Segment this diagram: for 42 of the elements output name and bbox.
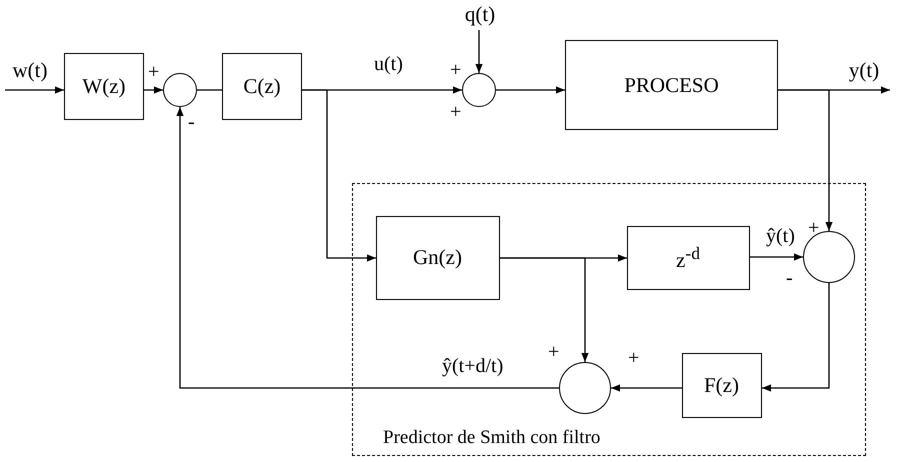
edge-label: ŷ(t) [764, 226, 797, 246]
dashed-region [352, 183, 866, 456]
block-label: z$^{-d}$ [676, 242, 700, 272]
block-label: C(z) [243, 74, 281, 99]
connector-line [197, 89, 222, 91]
sign-label: + [450, 102, 462, 122]
arrow [778, 89, 833, 231]
arrow [475, 30, 483, 73]
block-label: w(t) [12, 58, 48, 83]
edge-label: ŷ(t+d/t) [440, 356, 506, 376]
sign-label: + [148, 62, 160, 82]
block-label: PROCESO [624, 72, 719, 98]
sign-label: - [786, 268, 793, 288]
block-label: y(t) [848, 58, 880, 83]
arrow [5, 86, 64, 94]
sign-label: + [450, 60, 462, 80]
sign-label: + [548, 342, 560, 362]
arrow [176, 107, 559, 389]
edge-label: u(t) [372, 54, 405, 74]
block-box [682, 352, 762, 418]
process-box [565, 40, 778, 130]
block-box [222, 53, 302, 120]
region-caption: Predictor de Smith con filtro [383, 427, 600, 449]
block-label: Gn(z) [413, 245, 462, 270]
arrow [762, 283, 830, 392]
arrow [302, 89, 376, 262]
arrow [611, 384, 682, 392]
sign-label: + [808, 218, 820, 238]
block-label: W(z) [82, 74, 126, 99]
sign-label: + [628, 348, 640, 368]
block-label: F(z) [704, 372, 739, 398]
block-label: q(t) [464, 2, 496, 27]
summing-junction [462, 73, 496, 107]
arrow [750, 253, 803, 261]
summing-junction [163, 73, 197, 107]
arrow [144, 86, 163, 94]
block-box [376, 216, 500, 300]
block-box [64, 53, 144, 120]
arrow [500, 257, 589, 362]
arrow [496, 86, 565, 94]
block-box [626, 226, 750, 290]
sign-label: - [188, 112, 195, 132]
